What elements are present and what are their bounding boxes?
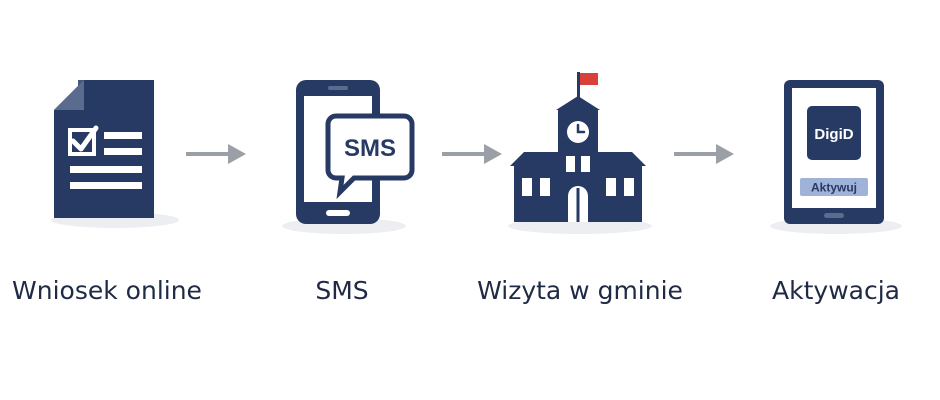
tablet-digid-icon: DigiD Aktywuj	[770, 80, 902, 234]
tower-roof	[556, 96, 600, 110]
right-wing-roof	[598, 152, 646, 166]
flag-icon	[580, 73, 598, 85]
checklist-line	[104, 148, 142, 155]
step-label-wniosek-online: Wniosek online	[12, 276, 202, 305]
checklist-line	[104, 132, 142, 139]
step-label-sms: SMS	[315, 276, 369, 305]
arrow-right-icon	[186, 144, 246, 164]
speech-bubble	[325, 113, 415, 200]
checkbox	[68, 128, 96, 156]
arrow-right-icon	[442, 144, 502, 164]
activate-button-text: Aktywuj	[811, 181, 857, 195]
document-fold	[54, 80, 84, 110]
sms-bubble-text: SMS	[344, 135, 396, 162]
tablet-home-button	[824, 213, 844, 218]
right-wing	[598, 166, 642, 222]
document-checklist-icon	[51, 80, 179, 228]
step-label-aktywacja: Aktywacja	[772, 276, 900, 305]
phone-home-button	[326, 210, 350, 216]
arrow-right-icon	[674, 144, 734, 164]
phone-sms-icon: SMS	[282, 80, 415, 234]
phone-speaker	[328, 86, 348, 90]
check-mark-icon	[70, 125, 99, 152]
town-hall-icon	[508, 72, 652, 234]
digid-app-text: DigiD	[814, 126, 853, 143]
left-wing-roof	[510, 152, 558, 166]
flag-pole	[577, 72, 580, 100]
activate-button	[800, 178, 868, 196]
digid-app-tile	[807, 106, 861, 160]
step-label-wizyta-w-gminie: Wizyta w gminie	[477, 276, 683, 305]
checklist-line	[70, 166, 142, 173]
checklist-line	[70, 182, 142, 189]
left-wing	[514, 166, 558, 222]
